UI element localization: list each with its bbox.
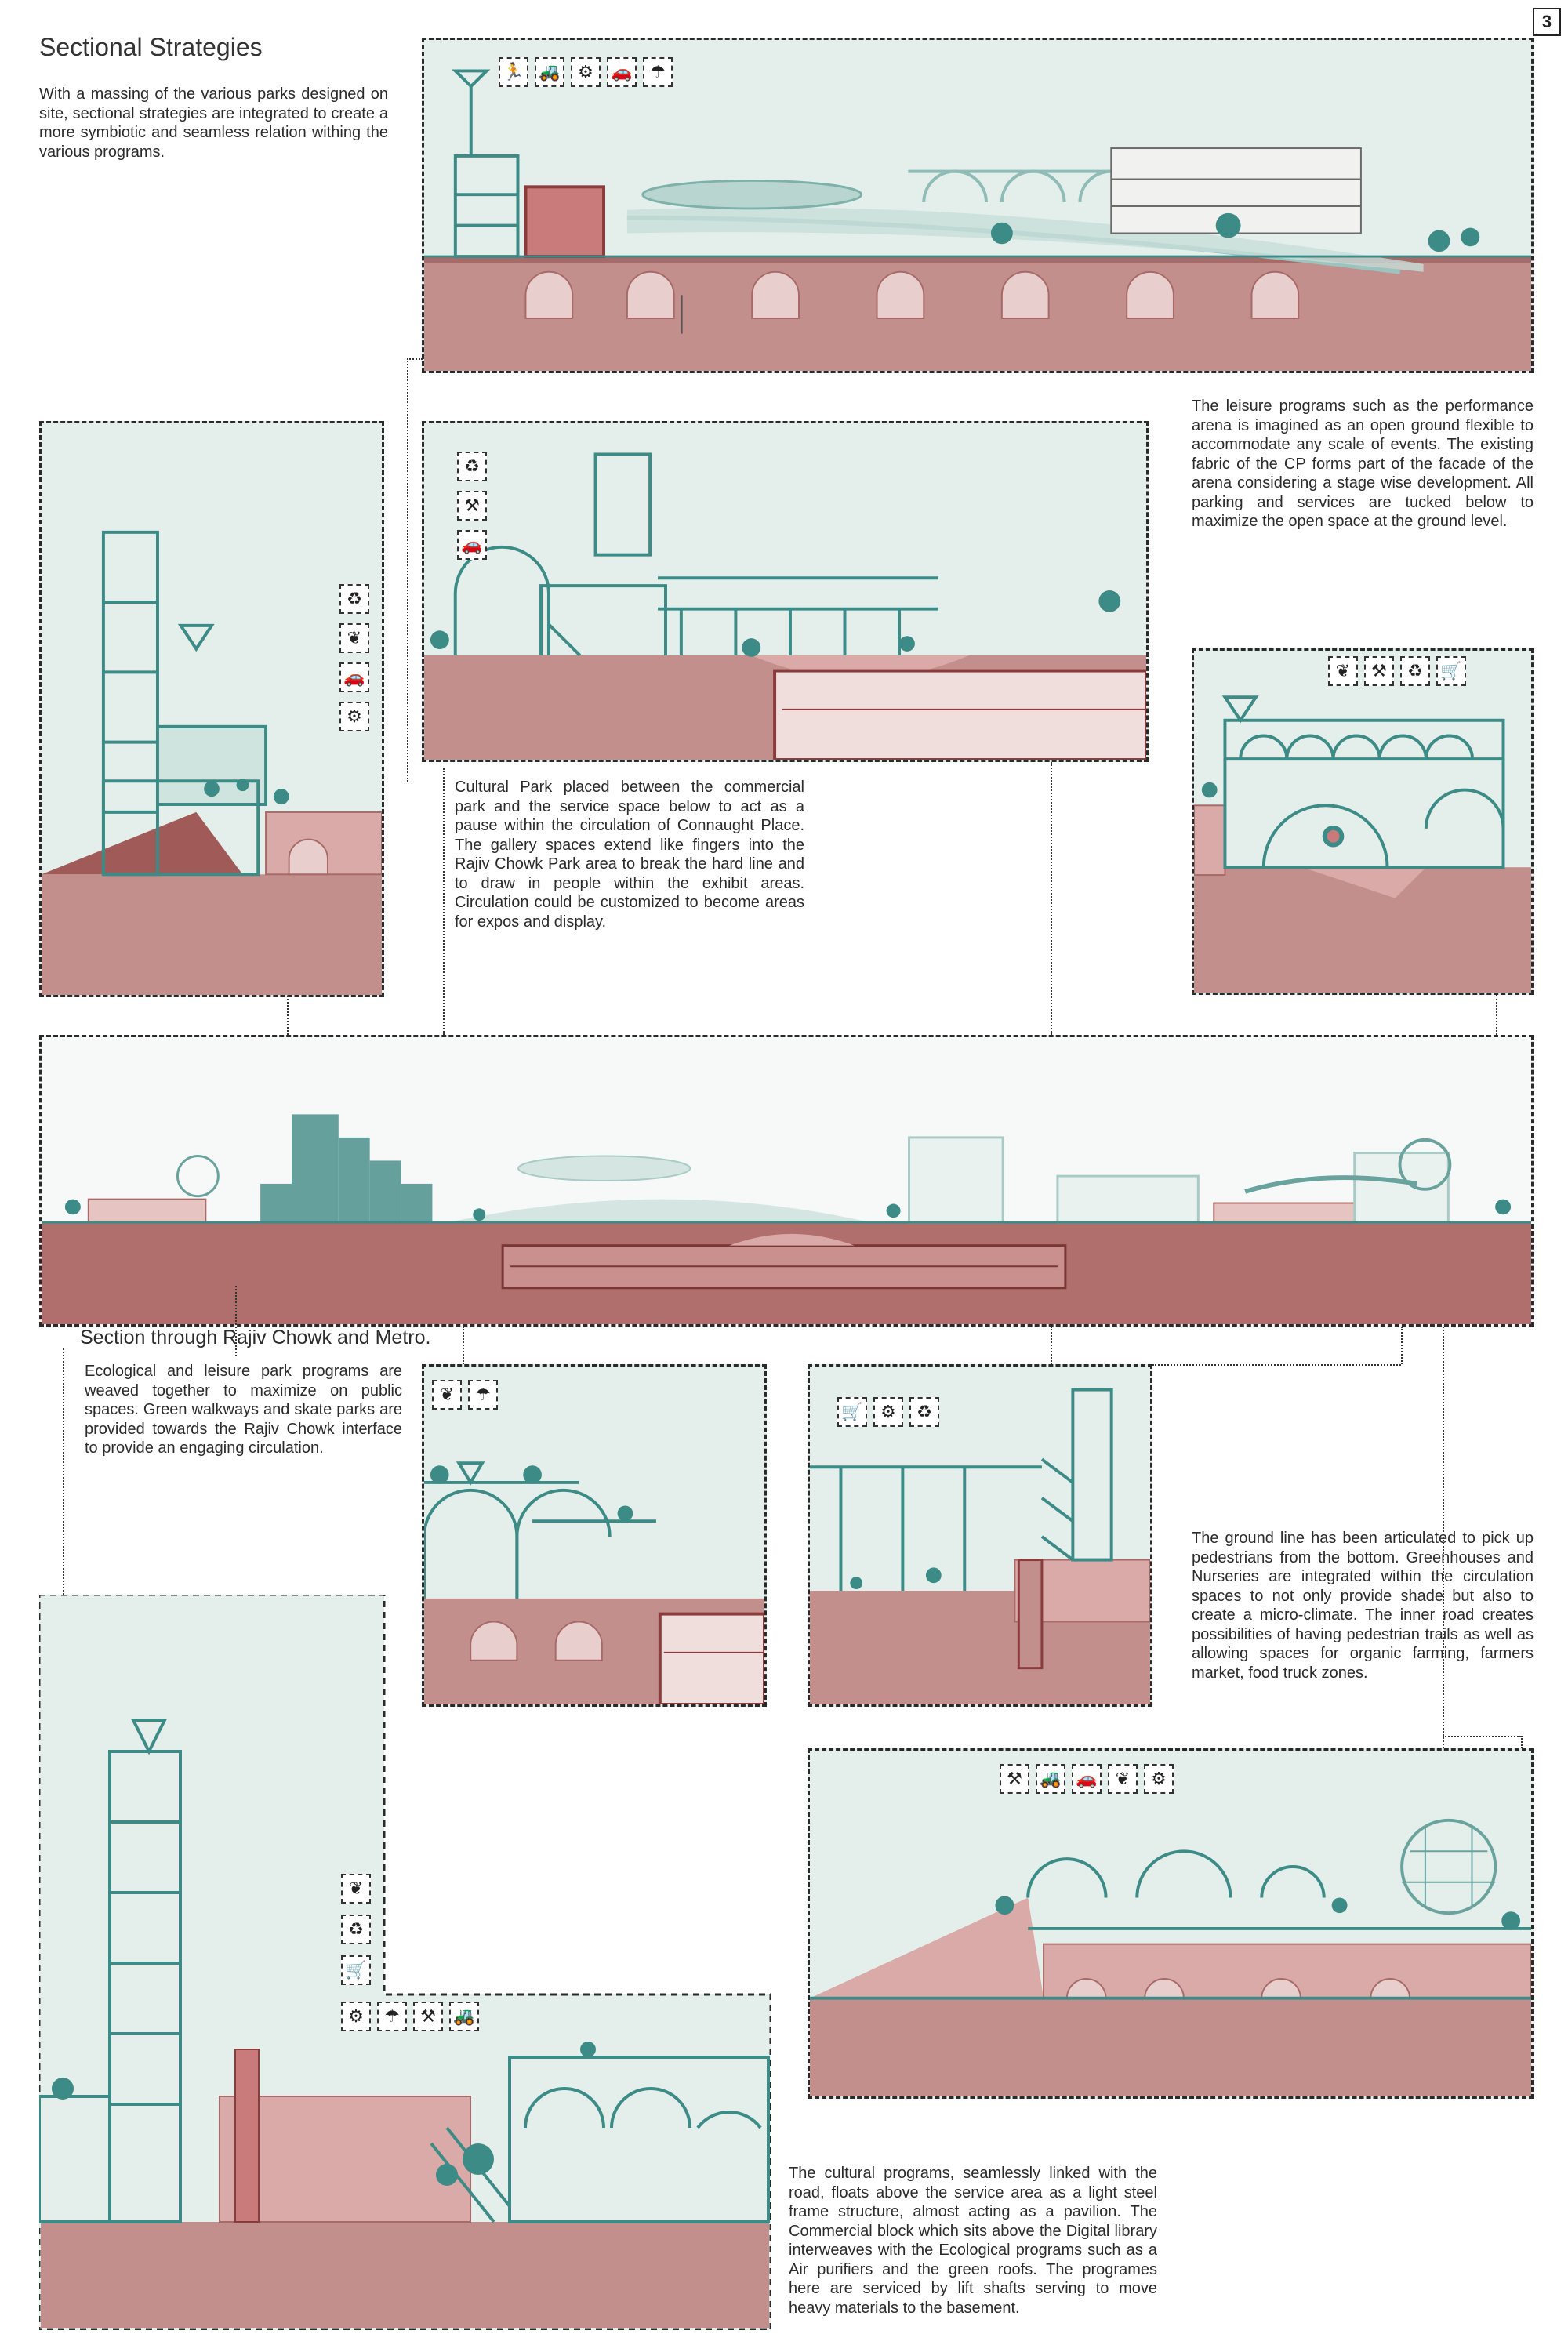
car-charging-icon: 🚗 [1072, 1764, 1102, 1794]
leisure-program-text: The leisure programs such as the perform… [1192, 397, 1534, 530]
plant-icon: ❦ [341, 1874, 371, 1904]
leader-line [1051, 1327, 1052, 1364]
section-panel-ecological-walkway [422, 1364, 767, 1707]
gear-icon: ⚙ [873, 1397, 903, 1427]
section-panel-digital-library [808, 1748, 1534, 2099]
leisure-arena-drawing [424, 69, 1531, 371]
recycle-icon: ♻ [1400, 656, 1430, 686]
rajiv-chowk-metro-drawing [42, 1114, 1531, 1324]
cultural-programs-text: The cultural programs, seamlessly linked… [789, 2165, 1157, 2317]
plant-icon: ❦ [432, 1380, 462, 1410]
running-figure-icon: 🏃 [499, 57, 528, 87]
ecological-text: Ecological and leisure park programs are… [85, 1363, 402, 1457]
icon-row-leisure: 🏃 🚜 ⚙ 🚗 ☂ [499, 57, 673, 87]
umbrella-icon: ☂ [468, 1380, 498, 1410]
cultural-commercial-drawing [39, 1595, 771, 2330]
leader-line [1401, 1327, 1403, 1364]
icon-column-cultural-park: ♻ ⚒ 🚗 [457, 452, 487, 560]
inner-road-drawing [810, 1388, 1150, 1704]
section-panel-leisure-arena [422, 38, 1534, 373]
section-panel-rajiv-chowk-metro [39, 1035, 1534, 1327]
worker-icon: ⚒ [1364, 656, 1394, 686]
car-charging-icon: 🚗 [457, 530, 487, 560]
icon-column-cultural-commercial: ❦ ♻ 🛒 [341, 1874, 371, 1985]
umbrella-icon: ☂ [643, 57, 673, 87]
forklift-icon: 🚜 [535, 57, 564, 87]
shopping-cart-icon: 🛒 [1436, 656, 1466, 686]
leader-line [1521, 1736, 1523, 1748]
leader-line [1443, 1327, 1444, 1748]
leader-line [407, 358, 423, 360]
cultural-park-text: Cultural Park placed between the commerc… [455, 779, 804, 931]
recycle-icon: ♻ [457, 452, 487, 481]
leader-line [63, 1348, 64, 1595]
icon-row-ecological-walkway: ❦ ☂ [432, 1380, 498, 1410]
worker-icon: ⚒ [457, 491, 487, 521]
section-panel-greenhouse-right [1192, 648, 1534, 995]
shopping-cart-icon: 🛒 [837, 1397, 867, 1427]
section-caption: Section through Rajiv Chowk and Metro. [80, 1327, 431, 1348]
cultural-park-drawing [424, 452, 1146, 760]
leader-line [443, 768, 445, 1035]
car-charging-icon: 🚗 [339, 662, 369, 692]
recycle-icon: ♻ [341, 1915, 371, 1944]
gear-icon: ⚙ [341, 2002, 371, 2031]
leader-line [1152, 1364, 1401, 1366]
plant-icon: ❦ [1328, 656, 1358, 686]
gear-icon: ⚙ [571, 57, 601, 87]
gear-icon: ⚙ [1144, 1764, 1174, 1794]
digital-library-drawing [810, 1818, 1531, 2096]
ecological-walkway-drawing [424, 1461, 764, 1704]
plant-icon: ❦ [1108, 1764, 1138, 1794]
icon-row-digital-library: ⚒ 🚜 🚗 ❦ ⚙ [1000, 1764, 1174, 1794]
page-number: 3 [1533, 8, 1561, 36]
icon-column-tower-left: ♻ ❦ 🚗 ⚙ [339, 584, 369, 731]
recycle-icon: ♻ [339, 584, 369, 614]
ground-line-text: The ground line has been articulated to … [1192, 1530, 1534, 1682]
leader-line [463, 1327, 464, 1364]
worker-icon: ⚒ [1000, 1764, 1029, 1794]
plant-icon: ❦ [339, 623, 369, 653]
leader-line [287, 996, 289, 1035]
icon-row-inner-road: 🛒 ⚙ ♻ [837, 1397, 939, 1427]
gear-icon: ⚙ [339, 702, 369, 731]
section-panel-cultural-commercial [39, 1595, 771, 2330]
leader-line [1443, 1736, 1521, 1737]
forklift-icon: 🚜 [1036, 1764, 1065, 1794]
icon-row-cultural-commercial: ⚙ ☂ ⚒ 🚜 [341, 2002, 479, 2031]
tower-left-drawing [42, 530, 382, 995]
umbrella-icon: ☂ [377, 2002, 407, 2031]
page-title: Sectional Strategies [39, 33, 263, 61]
section-panel-tower-left [39, 421, 384, 997]
leader-line [1496, 995, 1497, 1035]
greenhouse-right-drawing [1194, 695, 1531, 993]
section-panel-cultural-park [422, 421, 1149, 762]
worker-icon: ⚒ [413, 2002, 443, 2031]
leader-line [235, 1286, 237, 1356]
intro-text: With a massing of the various parks desi… [39, 85, 388, 161]
car-charging-icon: 🚗 [607, 57, 637, 87]
leader-line [407, 358, 408, 782]
icon-row-greenhouse-right: ❦ ⚒ ♻ 🛒 [1328, 656, 1466, 686]
shopping-cart-icon: 🛒 [341, 1955, 371, 1985]
leader-line [1051, 762, 1052, 1035]
recycle-icon: ♻ [909, 1397, 939, 1427]
forklift-icon: 🚜 [449, 2002, 479, 2031]
